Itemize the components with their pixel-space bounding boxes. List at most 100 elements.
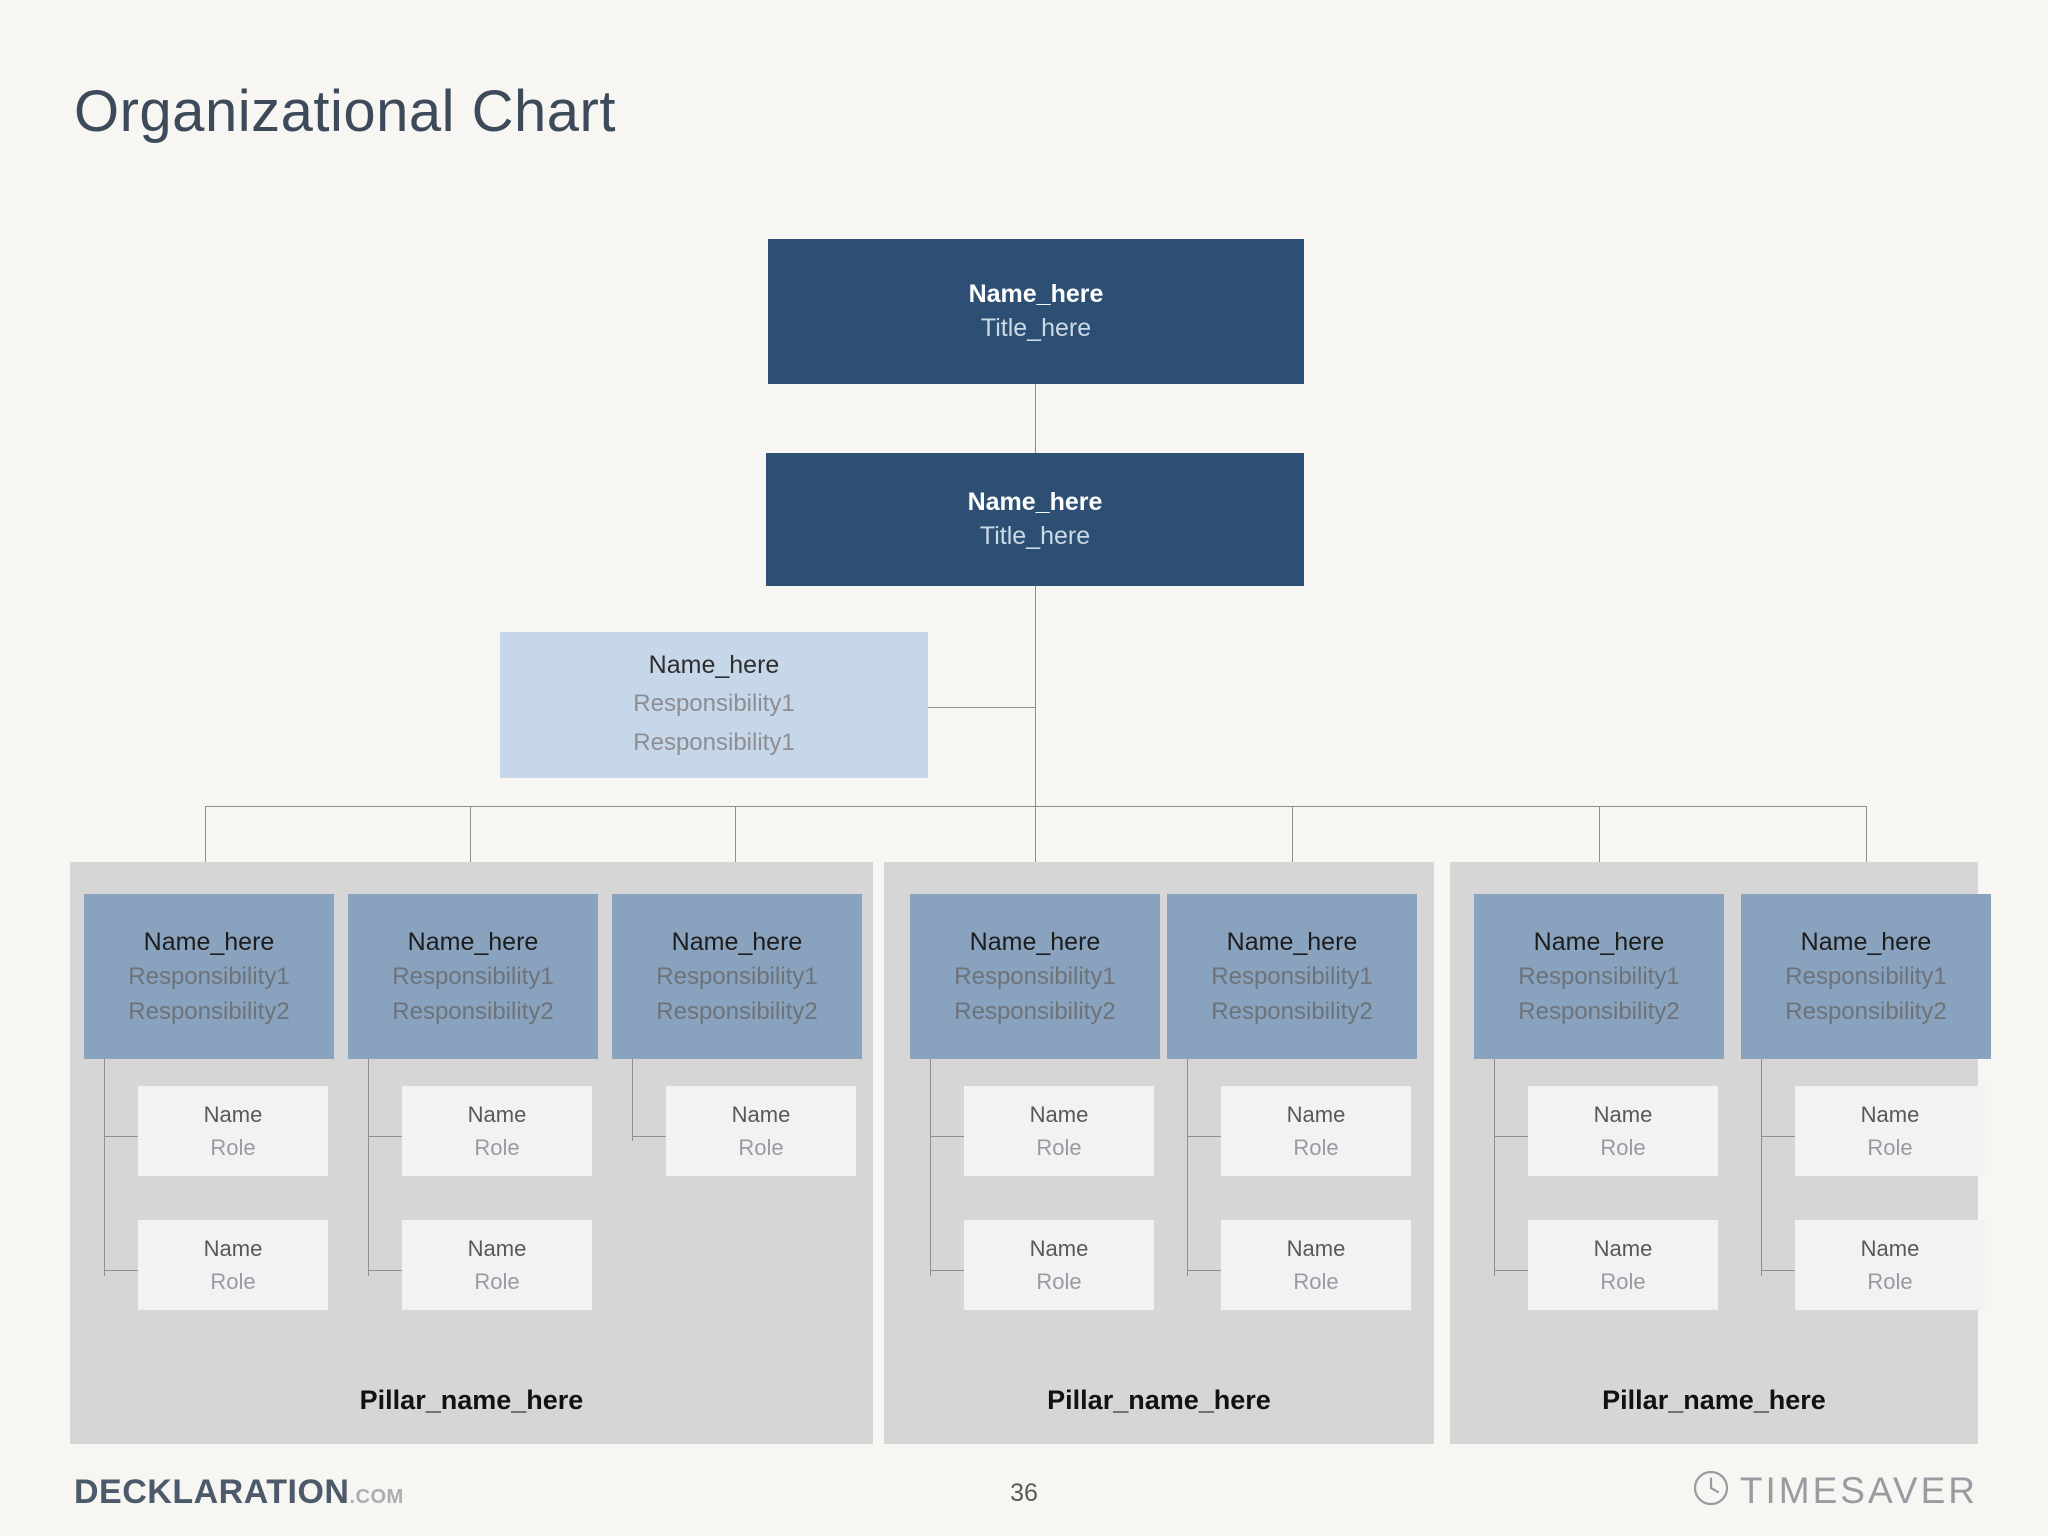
department-p2-d1-responsibility-1: Responsibility1 bbox=[954, 962, 1116, 990]
department-p1-d1-name: Name_here bbox=[143, 927, 275, 956]
department-p1-d1-responsibility-1: Responsibility1 bbox=[128, 962, 290, 990]
person-p3-d2-c2-role: Role bbox=[1867, 1269, 1913, 1294]
brand-logo[interactable]: DECKLARATION .COM bbox=[74, 1473, 404, 1512]
department-box-p3-d1[interactable]: Name_here Responsibility1 Responsibility… bbox=[1474, 894, 1724, 1059]
person-p2-d1-c1-role: Role bbox=[1036, 1135, 1082, 1160]
person-box-p2-d2-c1[interactable]: Name Role bbox=[1221, 1086, 1411, 1176]
connector-elbow-v-p1-d3 bbox=[632, 1059, 633, 1141]
person-box-p3-d2-c2[interactable]: Name Role bbox=[1795, 1220, 1985, 1310]
connector-drop-d3 bbox=[735, 806, 736, 894]
person-p3-d2-c1-role: Role bbox=[1867, 1135, 1913, 1160]
person-p2-d2-c2-role: Role bbox=[1293, 1269, 1339, 1294]
connector-elbow-v-p3-d2 bbox=[1761, 1059, 1762, 1276]
person-box-p3-d2-c1[interactable]: Name Role bbox=[1795, 1086, 1985, 1176]
person-box-p1-d3-c1[interactable]: Name Role bbox=[666, 1086, 856, 1176]
connector-elbow-h-p2-d1-c2 bbox=[930, 1270, 964, 1271]
department-p3-d1-responsibility-1: Responsibility1 bbox=[1518, 962, 1680, 990]
connector-elbow-v-p1-d2 bbox=[368, 1059, 369, 1276]
brand-suffix: .COM bbox=[349, 1486, 404, 1508]
connector-elbow-h-p3-d2-c2 bbox=[1761, 1270, 1795, 1271]
department-box-p1-d2[interactable]: Name_here Responsibility1 Responsibility… bbox=[348, 894, 598, 1059]
department-box-p1-d1[interactable]: Name_here Responsibility1 Responsibility… bbox=[84, 894, 334, 1059]
person-box-p1-d2-c1[interactable]: Name Role bbox=[402, 1086, 592, 1176]
person-p2-d1-c2-role: Role bbox=[1036, 1269, 1082, 1294]
person-p1-d1-c2-role: Role bbox=[210, 1269, 256, 1294]
connector-drop-d7 bbox=[1866, 806, 1867, 894]
department-p1-d3-name: Name_here bbox=[671, 927, 803, 956]
connector-elbow-v-p2-d2 bbox=[1187, 1059, 1188, 1276]
person-box-p3-d1-c1[interactable]: Name Role bbox=[1528, 1086, 1718, 1176]
connector-elbow-h-p1-d2-c2 bbox=[368, 1270, 402, 1271]
department-p2-d2-name: Name_here bbox=[1226, 927, 1358, 956]
pillar-1-label: Pillar_name_here bbox=[359, 1385, 584, 1415]
connector-drop-d2 bbox=[470, 806, 471, 894]
assistant-responsibility-2: Responsibility1 bbox=[633, 728, 795, 756]
department-p3-d2-responsibility-1: Responsibility1 bbox=[1785, 962, 1947, 990]
connector-elbow-h-p3-d2-c1 bbox=[1761, 1136, 1795, 1137]
person-p1-d2-c2-role: Role bbox=[474, 1269, 520, 1294]
assistant-responsibility-1: Responsibility1 bbox=[633, 689, 795, 717]
connector-elbow-h-p2-d2-c1 bbox=[1187, 1136, 1221, 1137]
connector-elbow-v-p1-d1 bbox=[104, 1059, 105, 1276]
person-box-p2-d1-c2[interactable]: Name Role bbox=[964, 1220, 1154, 1310]
brand-name: DECKLARATION bbox=[74, 1473, 350, 1511]
department-box-p3-d2[interactable]: Name_here Responsibility1 Responsibility… bbox=[1741, 894, 1991, 1059]
department-p3-d2-name: Name_here bbox=[1800, 927, 1932, 956]
department-p3-d1-name: Name_here bbox=[1533, 927, 1665, 956]
connector-elbow-h-p2-d1-c1 bbox=[930, 1136, 964, 1137]
connector-main-trunk bbox=[1035, 586, 1036, 807]
executive-2-name: Name_here bbox=[967, 487, 1103, 516]
department-p2-d2-responsibility-1: Responsibility1 bbox=[1211, 962, 1373, 990]
assistant-name: Name_here bbox=[648, 651, 780, 680]
person-p1-d2-c2-name: Name bbox=[467, 1236, 527, 1261]
person-box-p1-d1-c1[interactable]: Name Role bbox=[138, 1086, 328, 1176]
department-p1-d3-responsibility-1: Responsibility1 bbox=[656, 962, 818, 990]
executive-box-1[interactable]: Name_here Title_here bbox=[768, 239, 1304, 384]
person-box-p3-d1-c2[interactable]: Name Role bbox=[1528, 1220, 1718, 1310]
department-box-p2-d2[interactable]: Name_here Responsibility1 Responsibility… bbox=[1167, 894, 1417, 1059]
department-box-p2-d1[interactable]: Name_here Responsibility1 Responsibility… bbox=[910, 894, 1160, 1059]
department-p1-d3-responsibility-2: Responsibility2 bbox=[656, 997, 818, 1025]
person-p2-d2-c1-role: Role bbox=[1293, 1135, 1339, 1160]
person-p2-d2-c1-name: Name bbox=[1286, 1102, 1346, 1127]
connector-elbow-h-p1-d2-c1 bbox=[368, 1136, 402, 1137]
connector-elbow-h-p1-d1-c1 bbox=[104, 1136, 138, 1137]
department-p1-d1-responsibility-2: Responsibility2 bbox=[128, 997, 290, 1025]
timesaver-logo[interactable]: TIMESAVER bbox=[1692, 1469, 1978, 1512]
department-p1-d2-responsibility-2: Responsibility2 bbox=[392, 997, 554, 1025]
person-p3-d1-c1-role: Role bbox=[1600, 1135, 1646, 1160]
person-box-p1-d2-c2[interactable]: Name Role bbox=[402, 1220, 592, 1310]
person-box-p2-d1-c1[interactable]: Name Role bbox=[964, 1086, 1154, 1176]
person-box-p2-d2-c2[interactable]: Name Role bbox=[1221, 1220, 1411, 1310]
connector-elbow-h-p3-d1-c2 bbox=[1494, 1270, 1528, 1271]
connector-elbow-v-p2-d1 bbox=[930, 1059, 931, 1276]
connector-elbow-h-p1-d1-c2 bbox=[104, 1270, 138, 1271]
person-p1-d1-c1-role: Role bbox=[210, 1135, 256, 1160]
person-p3-d1-c1-name: Name bbox=[1593, 1102, 1653, 1127]
person-p3-d2-c2-name: Name bbox=[1860, 1236, 1920, 1261]
department-p3-d1-responsibility-2: Responsibility2 bbox=[1518, 997, 1680, 1025]
person-p3-d1-c2-role: Role bbox=[1600, 1269, 1646, 1294]
connector-drop-d5 bbox=[1292, 806, 1293, 894]
department-box-p1-d3[interactable]: Name_here Responsibility1 Responsibility… bbox=[612, 894, 862, 1059]
person-p3-d2-c1-name: Name bbox=[1860, 1102, 1920, 1127]
executive-2-title: Title_here bbox=[979, 521, 1091, 550]
department-p3-d2-responsibility-2: Responsibility2 bbox=[1785, 997, 1947, 1025]
connector-elbow-h-p1-d3-c1 bbox=[632, 1136, 666, 1137]
person-p2-d1-c2-name: Name bbox=[1029, 1236, 1089, 1261]
person-p2-d2-c2-name: Name bbox=[1286, 1236, 1346, 1261]
department-p1-d2-name: Name_here bbox=[407, 927, 539, 956]
clock-icon bbox=[1692, 1469, 1730, 1512]
person-p1-d1-c2-name: Name bbox=[203, 1236, 263, 1261]
connector-elbow-h-p3-d1-c1 bbox=[1494, 1136, 1528, 1137]
connector-drop-d4 bbox=[1035, 806, 1036, 894]
assistant-box[interactable]: Name_here Responsibility1 Responsibility… bbox=[500, 632, 928, 778]
executive-1-name: Name_here bbox=[968, 279, 1104, 308]
person-p1-d1-c1-name: Name bbox=[203, 1102, 263, 1127]
pillar-3-label: Pillar_name_here bbox=[1602, 1385, 1826, 1415]
person-box-p1-d1-c2[interactable]: Name Role bbox=[138, 1220, 328, 1310]
connector-drop-d6 bbox=[1599, 806, 1600, 894]
department-p2-d2-responsibility-2: Responsibility2 bbox=[1211, 997, 1373, 1025]
executive-box-2[interactable]: Name_here Title_here bbox=[766, 453, 1304, 586]
